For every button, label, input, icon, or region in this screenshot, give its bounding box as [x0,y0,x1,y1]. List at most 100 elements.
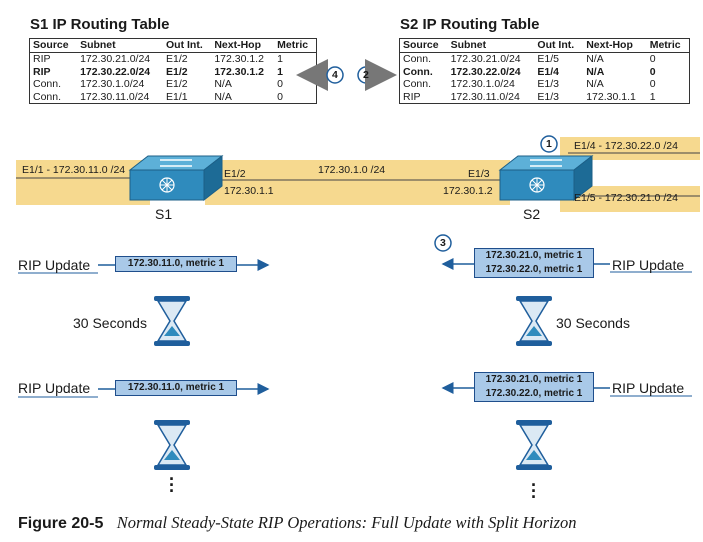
table-cell: 172.30.1.2 [214,65,264,78]
column-header: Source [29,38,78,53]
step-3-badge [434,234,452,252]
column-header: Metric [274,38,317,53]
s1-ip-label: 172.30.1.1 [224,185,274,197]
table-cell: 172.30.11.0/24 [80,90,150,103]
table-cell: E1/2 [166,78,188,90]
hourglass-icon [516,420,552,470]
s1-lan-label: E1/1 - 172.30.11.0 /24 [22,164,126,176]
table-row: Conn. 172.30.1.0/24 E1/2 N/A 0 [30,78,317,91]
s1-rip-update-label: RIP Update [18,380,91,396]
s2-interface-label: E1/3 [468,168,490,180]
s1-timer-label: 30 Seconds [73,315,147,331]
table-cell: 0 [649,78,656,90]
s2-lan-bottom-band [560,186,700,212]
table-cell: N/A [586,78,604,90]
table-row: RIP 172.30.11.0/24 E1/3 172.30.1.1 1 [400,91,690,104]
s2-update-route-a: 172.30.21.0, metric 1 [485,250,583,261]
table-cell: Conn. [33,90,62,103]
table-cell: 172.30.1.0/24 [450,78,515,90]
table-cell: 0 [277,78,284,90]
column-header: Next-Hop [583,38,647,53]
column-header: Out Int. [534,38,584,53]
s2-update-route-a: 172.30.21.0, metric 1 [485,374,583,385]
table-cell: 172.30.22.0/24 [80,65,151,78]
table-cell: 172.30.1.1 [586,90,636,103]
s2-lan-top-band [560,137,700,160]
step-1-badge [540,135,558,153]
table-row: Conn. 172.30.11.0/24 E1/1 N/A 0 [30,91,317,104]
step-4-number: 4 [332,69,338,81]
table-cell: Conn. [403,78,432,90]
s2-lan-bottom-label: E1/5 - 172.30.21.0 /24 [574,192,678,204]
table-row: RIP 172.30.22.0/24 E1/2 172.30.1.2 1 [30,66,317,79]
table-row: Conn. 172.30.1.0/24 E1/3 N/A 0 [400,78,690,91]
s2-lan-top-label: E1/4 - 172.30.22.0 /24 [574,140,678,152]
table-cell: N/A [586,53,604,65]
s2-rip-update-label: RIP Update [612,380,685,396]
s2-timer-label: 30 Seconds [556,315,630,331]
table-cell: Conn. [403,53,432,65]
s2-switch-icon [498,154,594,202]
column-header: Subnet [77,38,164,53]
hourglass-icon [154,420,190,470]
step-4-badge [326,66,344,84]
table-cell: 172.30.21.0/24 [80,53,151,65]
s1-update-box: 172.30.11.0, metric 1 [115,256,237,272]
figure-number: Figure 20-5 [18,515,104,532]
figure-caption: Figure 20-5 Normal Steady-State RIP Oper… [18,513,577,533]
figure-text: Normal Steady-State RIP Operations: Full… [116,513,577,532]
column-header: Metric [646,38,690,53]
table-cell: E1/2 [166,53,188,65]
table-cell: 172.30.21.0/24 [450,53,521,65]
continuation-dots: ··· [169,469,175,501]
table-cell: 0 [649,65,656,78]
table-cell: 172.30.1.0/24 [80,78,145,90]
table-cell: 1 [277,53,284,65]
step-3-number: 3 [440,237,446,249]
s2-table-title: S2 IP Routing Table [400,16,540,33]
table-cell: RIP [33,65,51,78]
table-cell: N/A [214,78,232,90]
table-cell: 172.30.22.0/24 [450,65,521,78]
s2-rip-update-label: RIP Update [612,257,685,273]
s1-lan-band [16,160,150,205]
column-header: Out Int. [163,38,212,53]
s2-update-route-b: 172.30.22.0, metric 1 [485,264,583,275]
hourglass-icon [516,296,552,346]
table-cell: RIP [33,53,51,65]
hourglass-icon [154,296,190,346]
table-cell: RIP [403,90,421,103]
table-cell: 1 [277,65,284,78]
table-cell: E1/3 [537,78,560,90]
table-cell: 1 [649,90,656,103]
table-cell: Conn. [33,78,62,90]
s2-update-box: 172.30.21.0, metric 1 172.30.22.0, metri… [474,248,594,278]
column-header: Subnet [447,38,535,53]
link-subnet-band [205,160,510,205]
continuation-dots: ··· [531,475,537,507]
step-1-number: 1 [546,138,552,150]
s1-interface-label: E1/2 [224,168,246,180]
table-cell: Conn. [403,65,433,78]
table-cell: 0 [277,90,284,103]
s1-table-title: S1 IP Routing Table [30,16,170,33]
table-cell: N/A [586,65,605,78]
table-cell: E1/3 [537,90,560,103]
table-cell: E1/5 [537,53,560,65]
column-header: Next-Hop [211,38,275,53]
s1-name-label: S1 [155,206,173,222]
s1-switch-icon [128,154,224,202]
table-cell: 172.30.11.0/24 [450,90,520,103]
s2-ip-label: 172.30.1.2 [443,185,493,197]
s1-rip-update-label: RIP Update [18,257,91,273]
table-cell: N/A [214,90,232,103]
table-cell: E1/2 [166,65,188,78]
step-2-number: 2 [363,69,369,81]
table-cell: E1/1 [166,90,188,103]
column-header: Source [399,38,448,53]
